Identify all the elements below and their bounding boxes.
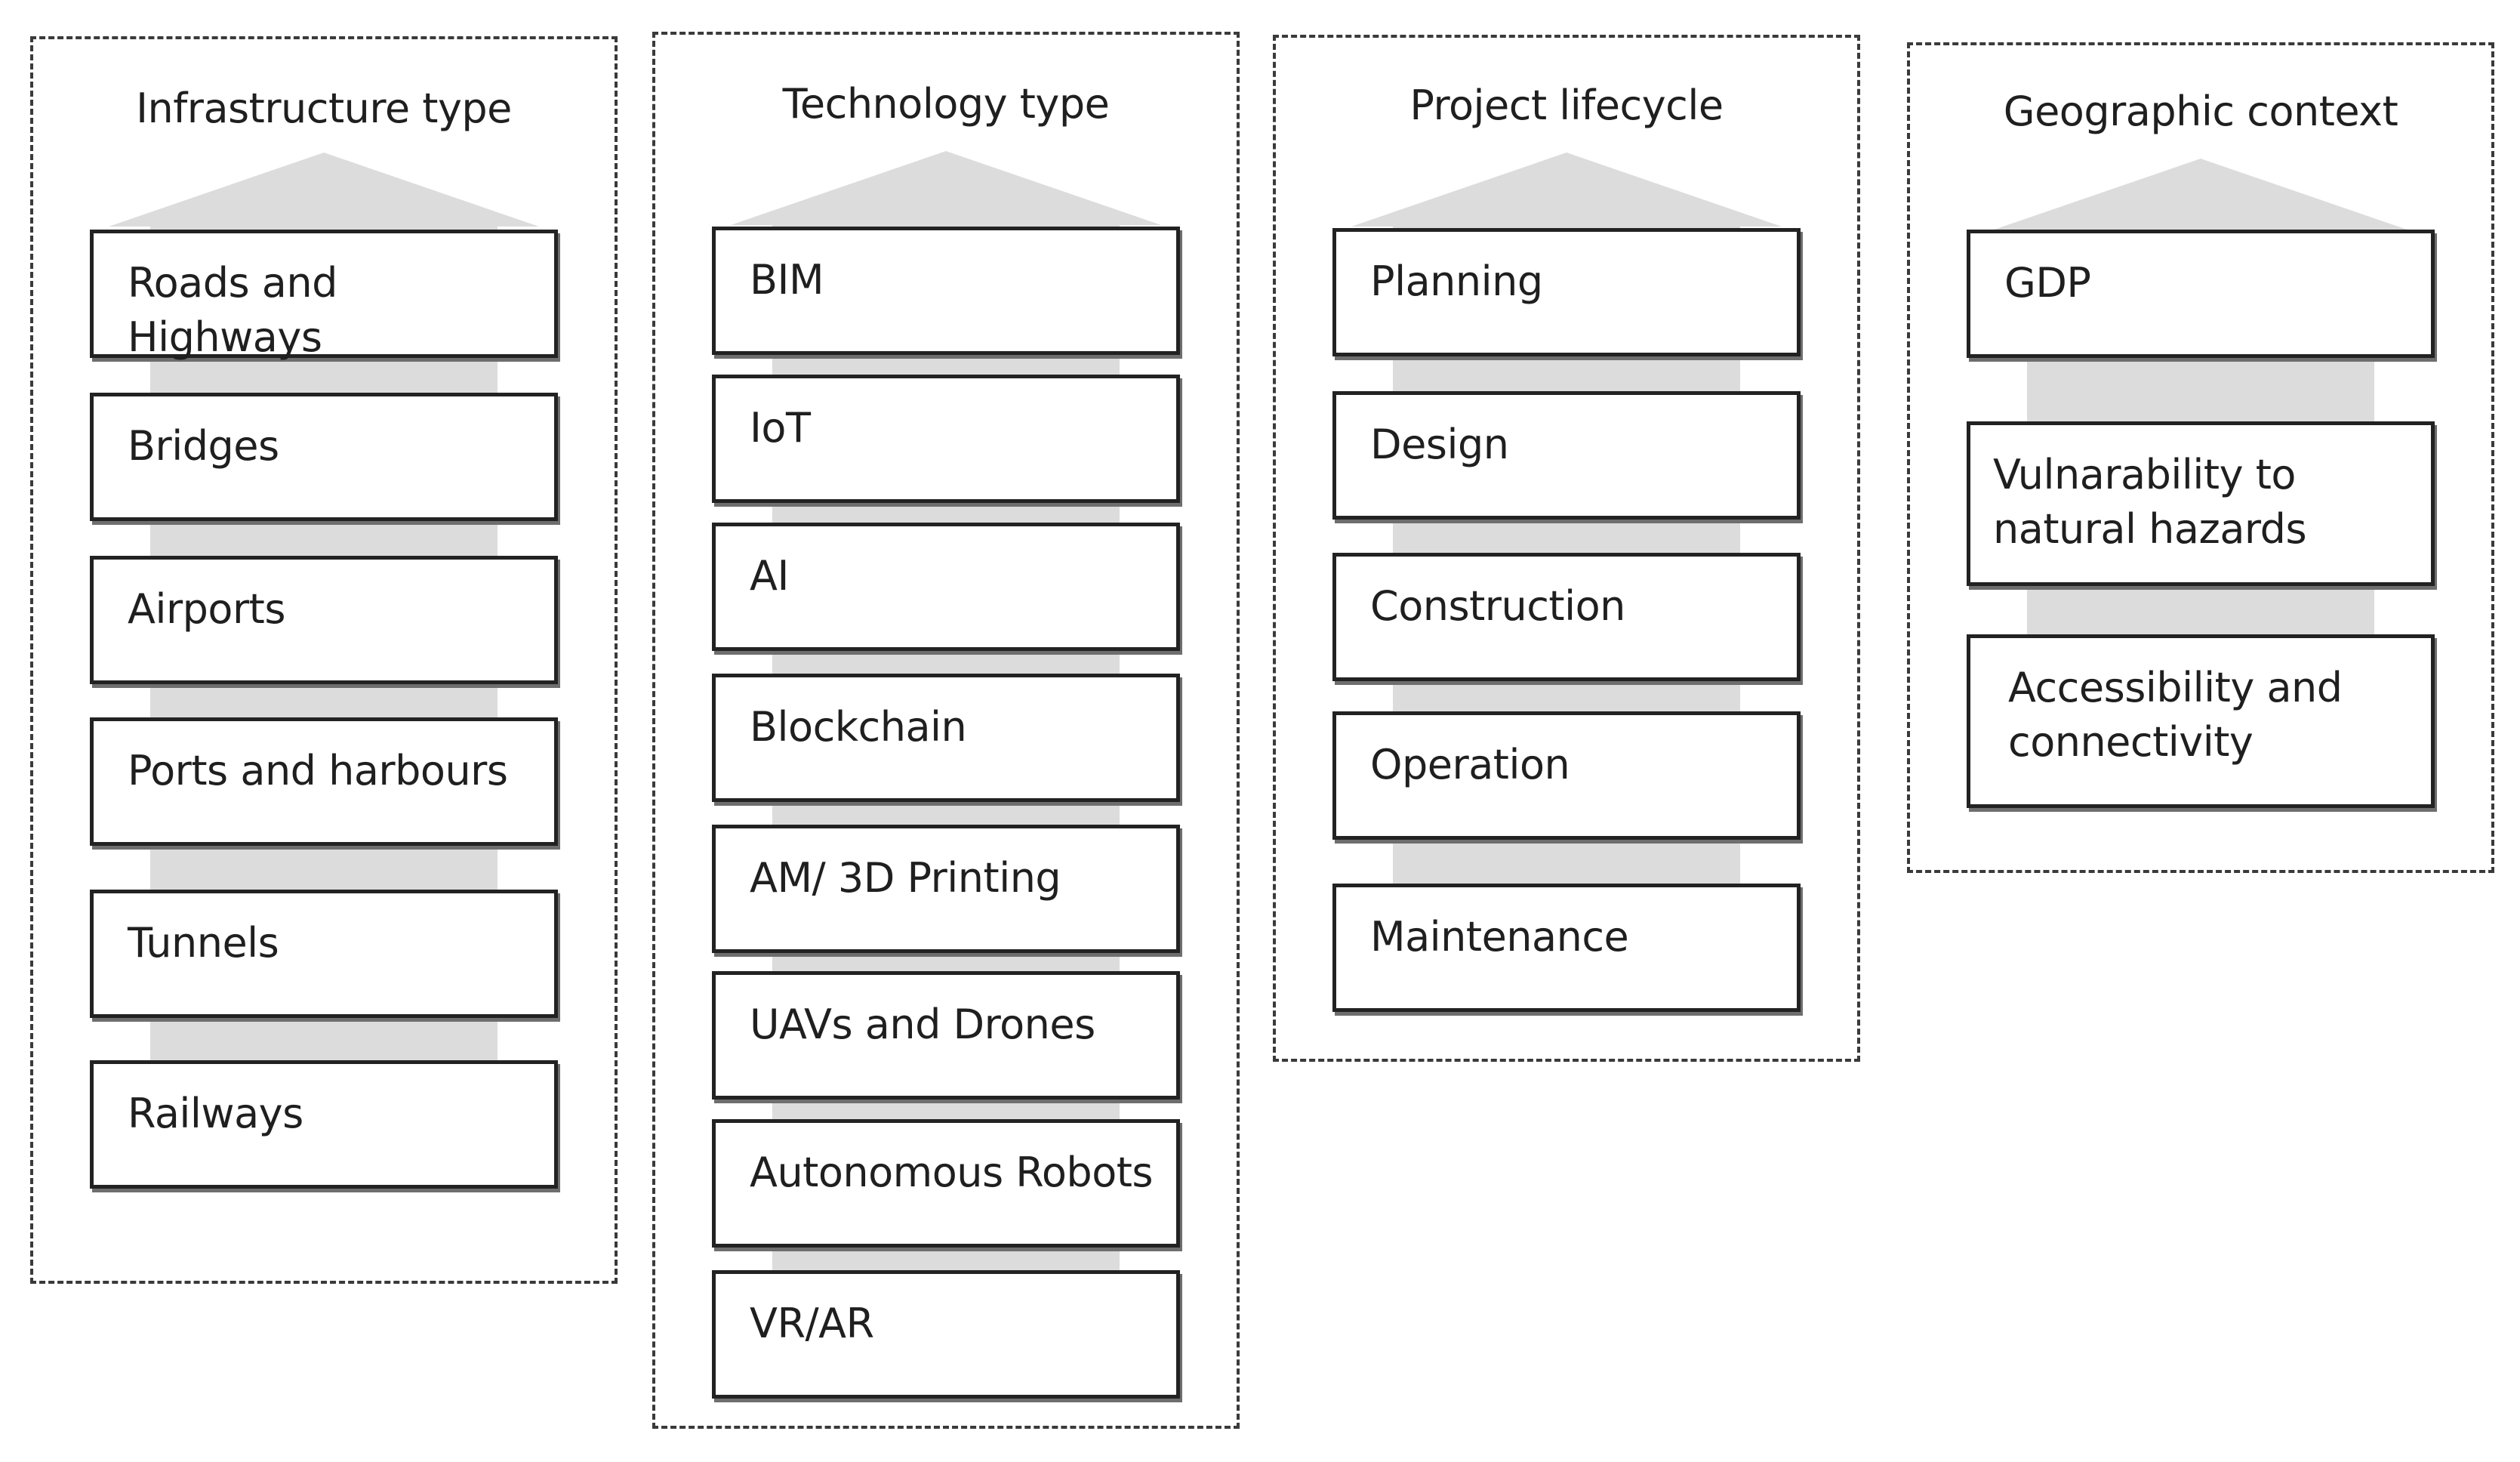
group-title: Project lifecycle	[1409, 82, 1724, 129]
item-box: Vulnarability to natural hazards	[1967, 421, 2435, 586]
group-title: Infrastructure type	[136, 85, 512, 132]
item-box: Autonomous Robots	[712, 1119, 1180, 1248]
group-project-lifecycle: Project lifecycle Planning Design Constr…	[1273, 35, 1860, 1062]
item-label: UAVs and Drones	[750, 1001, 1095, 1048]
item-label: Ports and harbours	[128, 747, 508, 794]
item-label: VR/AR	[750, 1300, 874, 1347]
item-label: Blockchain	[750, 703, 967, 751]
up-arrow-icon	[731, 151, 1161, 225]
item-label: Tunnels	[128, 919, 279, 967]
item-label: Operation	[1370, 741, 1570, 788]
item-box: AI	[712, 523, 1180, 651]
arrow-shaft	[150, 224, 498, 1183]
item-box: Roads and Highways	[90, 230, 558, 361]
item-label: Airports	[128, 585, 285, 633]
item-label: Railways	[128, 1090, 303, 1137]
item-label: Maintenance	[1370, 913, 1629, 961]
item-box: Construction	[1332, 553, 1801, 681]
item-box: GDP	[1967, 230, 2435, 358]
item-box: Bridges	[90, 393, 558, 521]
item-box: AM/ 3D Printing	[712, 825, 1180, 953]
item-label: Autonomous Robots	[750, 1149, 1154, 1196]
item-box: Airports	[90, 556, 558, 684]
item-box: Design	[1332, 391, 1801, 520]
group-title: Technology type	[782, 80, 1110, 128]
item-label: BIM	[750, 256, 824, 304]
item-label: GDP	[2004, 259, 2091, 307]
item-box: UAVs and Drones	[712, 971, 1180, 1100]
item-box: BIM	[712, 227, 1180, 355]
item-label: Vulnarability to natural hazards	[1993, 451, 2307, 553]
item-label: Bridges	[128, 422, 279, 470]
item-box: Railways	[90, 1060, 558, 1189]
up-arrow-icon	[109, 153, 539, 227]
item-label: IoT	[750, 404, 811, 452]
item-label: AI	[750, 552, 789, 600]
group-infrastructure-type: Infrastructure type Roads and Highways B…	[30, 36, 618, 1284]
group-technology-type: Technology type BIM IoT AI Blockchain AM…	[652, 32, 1240, 1429]
item-label: Accessibility and connectivity	[2008, 664, 2343, 766]
item-label: AM/ 3D Printing	[750, 854, 1061, 902]
group-geographic-context: Geographic context GDP Vulnarability to …	[1907, 42, 2494, 873]
item-label: Roads and Highways	[128, 259, 337, 361]
item-box: Operation	[1332, 711, 1801, 840]
group-title: Geographic context	[2003, 88, 2398, 135]
item-box: Tunnels	[90, 890, 558, 1018]
item-label: Construction	[1370, 582, 1625, 630]
item-label: Design	[1370, 421, 1509, 468]
item-label: Planning	[1370, 258, 1543, 305]
item-box: Planning	[1332, 228, 1801, 356]
item-box: Maintenance	[1332, 884, 1801, 1012]
item-box: Blockchain	[712, 674, 1180, 802]
up-arrow-icon	[1351, 153, 1782, 227]
up-arrow-icon	[1986, 159, 2416, 233]
item-box: Ports and harbours	[90, 717, 558, 846]
item-box: IoT	[712, 375, 1180, 503]
item-box: Accessibility and connectivity	[1967, 634, 2435, 808]
item-box: VR/AR	[712, 1270, 1180, 1399]
